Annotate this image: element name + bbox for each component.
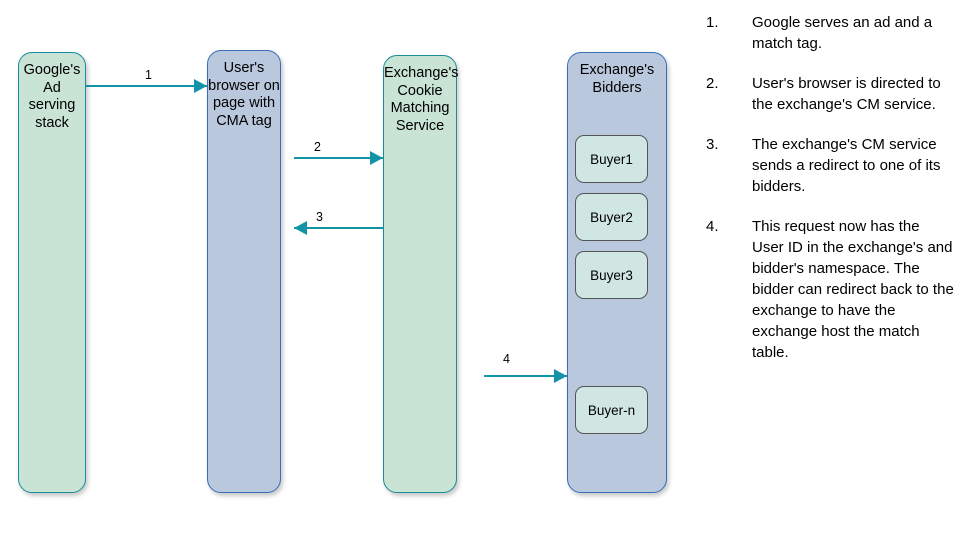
node-exchange-cookie-matching-service[interactable]: Exchange's Cookie Matching Service: [383, 55, 459, 493]
node-buyer3[interactable]: Buyer3: [575, 251, 648, 299]
node-label: User's browser on page with CMA tag: [208, 60, 280, 129]
step-number: 1.: [706, 14, 719, 31]
node-label: Exchange's Cookie Matching Service: [384, 65, 459, 134]
arrow-2-head: [370, 151, 383, 165]
arrow-3-label: 3: [316, 210, 323, 224]
arrow-4-head: [554, 369, 567, 383]
arrow-4-label: 4: [503, 352, 510, 366]
step-item: 4. This request now has the User ID in th…: [706, 216, 954, 363]
step-number: 4.: [706, 218, 719, 235]
arrow-2-label: 2: [314, 140, 321, 154]
node-buyer-n[interactable]: Buyer-n: [575, 386, 648, 434]
step-item: 1. Google serves an ad and a match tag.: [706, 12, 954, 54]
step-text: User's browser is directed to the exchan…: [752, 75, 941, 113]
node-buyer2[interactable]: Buyer2: [575, 193, 648, 241]
arrow-3-head: [294, 221, 307, 235]
steps-list: 1. Google serves an ad and a match tag. 2.…: [706, 12, 954, 382]
arrow-1-head: [194, 79, 207, 93]
node-label: Exchange's Bidders: [579, 62, 655, 96]
step-text: The exchange's CM service sends a redire…: [752, 136, 941, 195]
step-item: 3. The exchange's CM service sends a redi…: [706, 134, 954, 197]
arrow-3-line: [294, 227, 383, 230]
arrow-4-line: [484, 375, 567, 378]
step-text: This request now has the User ID in the …: [752, 218, 954, 361]
node-google-ad-serving-stack[interactable]: Google's Ad serving stack: [18, 52, 86, 493]
step-number: 3.: [706, 136, 719, 153]
step-item: 2. User's browser is directed to the exch…: [706, 73, 954, 115]
arrow-2-line: [294, 157, 383, 160]
arrow-1-label: 1: [145, 68, 152, 82]
arrow-1-line: [86, 85, 207, 88]
step-text: Google serves an ad and a match tag.: [752, 14, 933, 52]
node-buyer1[interactable]: Buyer1: [575, 135, 648, 183]
node-users-browser[interactable]: User's browser on page with CMA tag: [207, 50, 281, 493]
node-label: Google's Ad serving stack: [23, 62, 81, 131]
step-number: 2.: [706, 75, 719, 92]
